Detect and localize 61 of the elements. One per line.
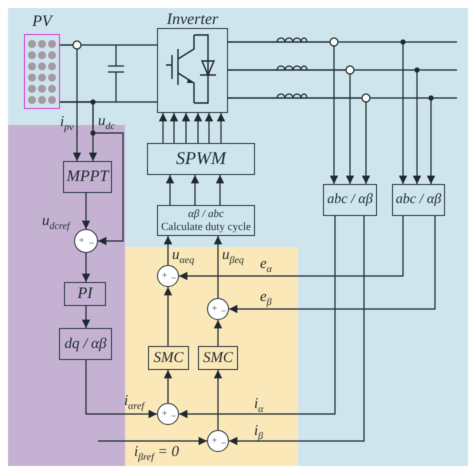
signal-line: [166, 175, 174, 205]
block-box: [148, 346, 189, 370]
signal-line: [229, 216, 436, 314]
signal-line: [190, 175, 200, 205]
block-box: [59, 328, 112, 360]
signal-label: i$_{αref}$: [124, 393, 144, 414]
signal-label: i$_{βref}$ = 0: [134, 444, 180, 465]
block-box: [147, 143, 255, 175]
signal-line: [182, 113, 190, 143]
signal-line: [194, 113, 202, 143]
signal-line: [204, 113, 214, 143]
signal-line: [216, 113, 226, 143]
signal-line: [98, 436, 207, 446]
block-label: MPPT: [66, 168, 108, 186]
signal-line: [164, 236, 172, 265]
signal-line: [85, 360, 157, 418]
block-label: SMC: [203, 350, 233, 366]
signal-label: u$_{dcref}$: [42, 213, 70, 234]
panel-label: PV: [32, 14, 52, 30]
block-label: abc / αβ: [327, 192, 373, 208]
signal-label: i$_{pv}$: [60, 114, 74, 135]
inverter-label: Inverter: [166, 12, 218, 28]
signal-line: [228, 69, 422, 184]
signal-label: e$_{α}$: [260, 256, 272, 277]
block-box: [198, 346, 238, 370]
signal-line: [214, 370, 222, 430]
signal-line: [170, 113, 178, 143]
signal-label: u$_{βeq}$: [222, 247, 244, 268]
signal-line: [164, 370, 172, 403]
block-box: [157, 205, 255, 236]
block-label: SMC: [154, 350, 184, 366]
signal-line: [228, 97, 436, 184]
signal-line: [164, 287, 172, 346]
signal-label: i$_{β}$: [254, 423, 264, 444]
signal-line: [82, 253, 90, 282]
signal-label: u$_{αeq}$: [172, 247, 194, 268]
block-label: SPWM: [176, 149, 226, 169]
signal-line: [179, 216, 404, 280]
signal-line: [82, 193, 90, 229]
block-label: PI: [77, 285, 93, 303]
signal-label: u$_{dc}$: [98, 113, 115, 134]
block-box: [64, 282, 106, 306]
signal-label: e$_{β}$: [260, 289, 272, 310]
signal-line: [82, 306, 90, 328]
signal-line: [60, 44, 82, 161]
block-label: abc / αβ: [396, 192, 442, 208]
signal-line: [179, 216, 336, 418]
block-box: [323, 184, 377, 216]
signal-line: [216, 175, 224, 205]
block-label: αβ / abc: [188, 208, 224, 220]
signal-line: [228, 41, 408, 184]
signal-line: [60, 101, 124, 246]
block-box: [392, 184, 445, 216]
signal-line: [158, 113, 168, 143]
block-box: [63, 161, 112, 193]
signal-line: [214, 236, 222, 298]
signal-line: [229, 216, 365, 446]
signal-line: [214, 320, 222, 346]
block-label: dq / αβ: [64, 336, 106, 352]
block-label: Calculate duty cycle: [161, 220, 251, 233]
signal-label: i$_{α}$: [254, 396, 264, 417]
